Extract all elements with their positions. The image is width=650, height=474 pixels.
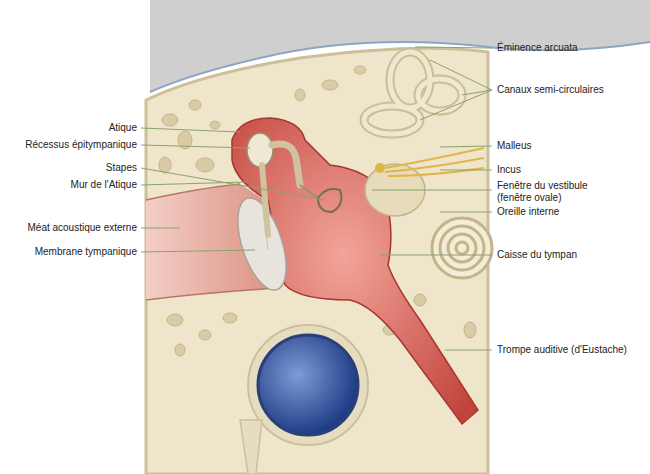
part-label: Incus — [497, 164, 521, 176]
part-label: Mur de l'Atique — [71, 179, 137, 191]
part-label: Atique — [109, 122, 137, 134]
part-label: Stapes — [106, 162, 137, 174]
part-label: Caisse du tympan — [497, 249, 577, 261]
part-label: Trompe auditive (d'Eustache) — [497, 344, 627, 356]
part-label: Membrane tympanique — [35, 246, 137, 258]
part-label: Éminence arcuata — [497, 42, 578, 54]
part-label: Récessus épitympanique — [25, 139, 137, 151]
part-label: Fenêtre du vestibule (fenêtre ovale) — [497, 180, 609, 204]
part-label: Méat acoustique externe — [27, 222, 137, 234]
part-label: Malleus — [497, 140, 531, 152]
part-label: Oreille interne — [497, 206, 559, 218]
part-label: Canaux semi-circulaires — [497, 84, 604, 96]
